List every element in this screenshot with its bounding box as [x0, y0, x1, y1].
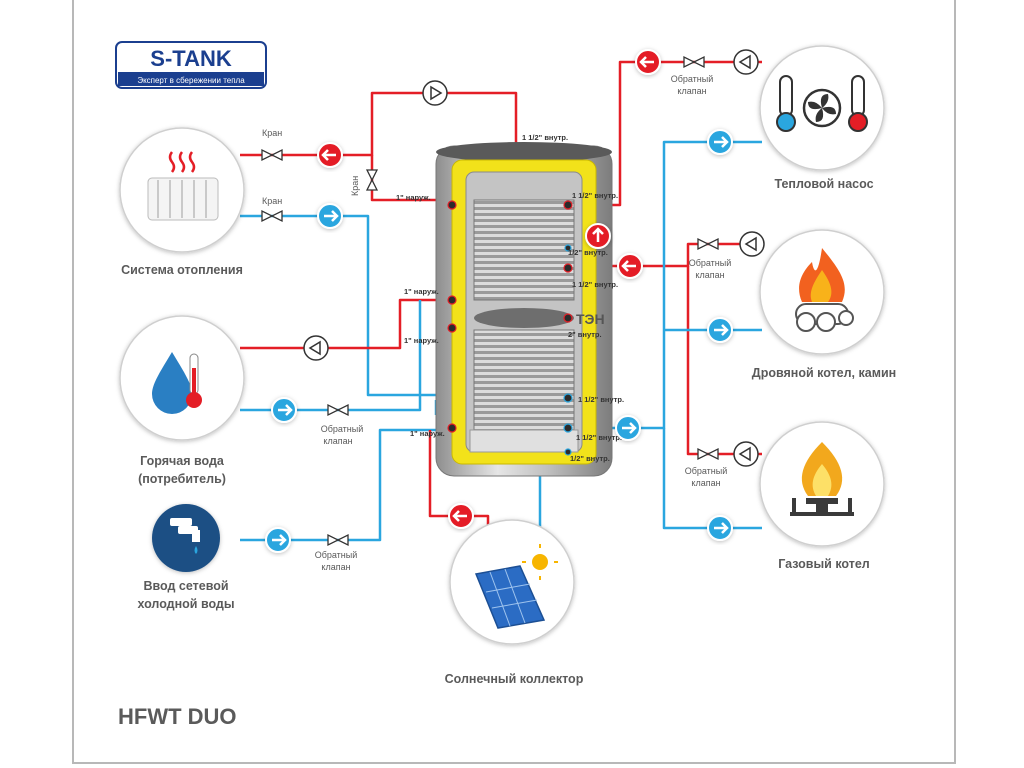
radiator-icon [119, 127, 245, 253]
tap-icon [152, 504, 220, 572]
pump-heat-pump-icon [733, 49, 759, 75]
consumer-labels: Система отопления Горячая вода (потребит… [121, 177, 896, 686]
valve-check-heat-pump-icon [683, 55, 705, 69]
label-hot-water-2: (потребитель) [138, 472, 226, 486]
arrow-up-icon [585, 223, 611, 249]
arrow-cold-water-icon [265, 527, 291, 553]
port-label-r2: 1/2" внутр. [568, 248, 608, 257]
label-solar: Солнечный коллектор [445, 672, 584, 686]
valve-kran-1-icon [261, 148, 283, 162]
gas-flame-icon [759, 421, 885, 547]
port-label-l3: 1" наруж. [404, 336, 439, 345]
port-label-top: 1 1/2" внутр. [522, 133, 568, 142]
arrow-top-right-icon [635, 49, 661, 75]
logo-brand: S-TANK [150, 46, 232, 71]
valve-label-kran-1: Кран [262, 128, 282, 138]
port-label-ten: ТЭН [576, 311, 605, 327]
port-label-l1: 1" наруж. [396, 193, 431, 202]
label-cold-water-1: Ввод сетевой [143, 579, 228, 593]
port-label-r1: 1 1/2" внутр. [572, 191, 618, 200]
valve-label-kran-2: Кран [262, 196, 282, 206]
valve-kran-2-icon [261, 209, 283, 223]
valve-label-cold-1: Обратный [315, 550, 358, 560]
valve-label-wood-2: клапан [695, 270, 724, 280]
pump-hot-water-icon [303, 335, 329, 361]
arrow-mid-right-icon [615, 415, 641, 441]
label-gas-boiler: Газовый котел [778, 557, 870, 571]
valve-check-wood-icon [697, 237, 719, 251]
valve-label-hot-2: клапан [323, 436, 352, 446]
arrow-gas-boiler-icon [707, 515, 733, 541]
fire-wood-icon [759, 229, 885, 355]
label-wood-boiler: Дровяной котел, камин [752, 366, 896, 380]
arrow-solar-icon [448, 503, 474, 529]
hot-water-icon [119, 315, 245, 441]
valve-label-gas-1: Обратный [685, 466, 728, 476]
storage-tank [435, 142, 613, 477]
pump-wood-boiler-icon [739, 231, 765, 257]
upper-coil [473, 199, 575, 301]
pumps [303, 49, 765, 467]
flow-arrows [265, 49, 733, 553]
pump-gas-boiler-icon [733, 441, 759, 467]
arrow-heating-supply-icon [317, 142, 343, 168]
port-label-r7: 1/2" внутр. [570, 454, 610, 463]
icon-circles [119, 45, 885, 645]
pump-heating-icon [422, 80, 448, 106]
valve-label-hp-1: Обратный [671, 74, 714, 84]
lower-coil [473, 329, 575, 431]
arrow-right-return-icon [617, 253, 643, 279]
logo: S-TANK Эксперт в сбережении тепла [115, 41, 267, 89]
label-heat-pump: Тепловой насос [774, 177, 873, 191]
valve-check-gas-icon [697, 447, 719, 461]
port-label-r6: 1 1/2" внутр. [576, 433, 622, 442]
arrow-wood-boiler-icon [707, 317, 733, 343]
valve-labels: Кран Кран Кран Обратный клапан Обратный … [262, 74, 731, 572]
arrow-hot-water-icon [271, 397, 297, 423]
port-label-l4: 1" наруж. [410, 429, 445, 438]
label-heating: Система отопления [121, 263, 243, 277]
port-label-r5: 1 1/2" внутр. [578, 395, 624, 404]
valve-check-cold-icon [327, 533, 349, 547]
valve-label-gas-2: клапан [691, 478, 720, 488]
port-labels: 1 1/2" внутр. 1" наруж. 1 1/2" внутр. 1/… [396, 133, 624, 463]
valve-label-cold-2: клапан [321, 562, 350, 572]
port-label-r4: 2" внутр. [568, 330, 602, 339]
arrow-heat-pump-icon [707, 129, 733, 155]
valves [261, 55, 719, 547]
arrow-heating-return-icon [317, 203, 343, 229]
logo-slogan: Эксперт в сбережении тепла [137, 76, 245, 85]
port-label-r3: 1 1/2" внутр. [572, 280, 618, 289]
heat-pump-icon [759, 45, 885, 171]
diagram-frame [72, 0, 956, 764]
solar-panel-icon [449, 519, 575, 645]
valve-check-hot-icon [327, 403, 349, 417]
valve-label-hp-2: клапан [677, 86, 706, 96]
label-cold-water-2: холодной воды [137, 597, 234, 611]
model-title: HFWT DUO [118, 704, 237, 729]
valve-label-hot-1: Обратный [321, 424, 364, 434]
valve-kran-3-icon [365, 169, 379, 191]
valve-label-wood-1: Обратный [689, 258, 732, 268]
label-hot-water-1: Горячая вода [140, 454, 225, 468]
port-label-l2: 1" наруж. [404, 287, 439, 296]
valve-label-kran-3: Кран [350, 176, 360, 196]
